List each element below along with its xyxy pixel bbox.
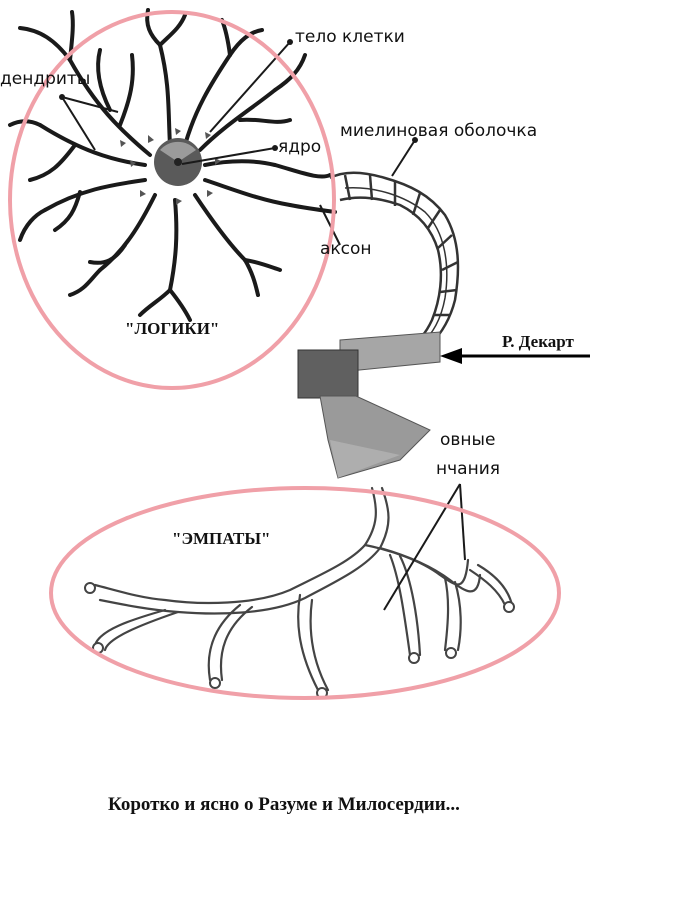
label-terminals-line2: нчания xyxy=(436,459,500,479)
terminal-buttons xyxy=(84,582,515,699)
terminal-pointers xyxy=(383,483,466,611)
label-cell-body: тело клетки xyxy=(295,27,405,47)
pointer-lines xyxy=(61,41,416,246)
descartes-arrow xyxy=(440,348,590,364)
logic-ellipse xyxy=(8,10,336,390)
axe xyxy=(297,331,441,479)
label-nucleus: ядро xyxy=(278,137,321,157)
label-myelin: миелиновая оболочка xyxy=(340,121,537,141)
pointer-dots xyxy=(59,39,418,151)
label-empathy: "ЭМПАТЫ" xyxy=(172,529,271,548)
label-descartes: Р. Декарт xyxy=(502,332,574,351)
myelin-sheath xyxy=(329,171,460,347)
label-dendrites: дендриты xyxy=(0,69,90,89)
label-terminals-line1: овные xyxy=(440,430,495,450)
axon-terminals xyxy=(93,486,514,692)
empathy-ellipse xyxy=(49,486,561,700)
soma-marks xyxy=(120,128,221,205)
caption: Коротко и ясно о Разуме и Милосердии... xyxy=(108,794,460,815)
label-axon: аксон xyxy=(320,239,372,259)
nucleus xyxy=(154,138,202,186)
label-logic: "ЛОГИКИ" xyxy=(125,319,219,338)
